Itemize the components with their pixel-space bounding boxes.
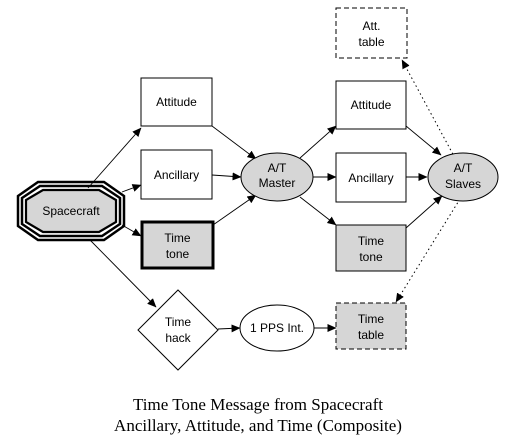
edge-timetone-master: [212, 194, 257, 226]
edge-ancillary-master: [211, 172, 242, 181]
time-table-label-1: Time: [358, 312, 385, 326]
att-table-label-1: Att.: [362, 19, 380, 33]
att-table-label-2: table: [358, 35, 384, 49]
attitude-in-label: Attitude: [156, 95, 197, 109]
node-at-master: A/T Master: [240, 152, 314, 202]
edge-spacecraft-timehack: [89, 239, 157, 308]
time-hack-label-2: hack: [165, 331, 191, 345]
node-time-table: Time table: [335, 302, 407, 350]
caption: Time Tone Message from Spacecraft Ancill…: [114, 395, 402, 435]
node-time-hack: Time hack: [137, 289, 219, 371]
ancillary-in-label: Ancillary: [154, 168, 199, 182]
node-attitude-in: Attitude: [140, 77, 213, 127]
node-at-slaves: A/T Slaves: [427, 152, 499, 202]
pps-int-label: 1 PPS Int.: [250, 321, 304, 335]
caption-line-1: Time Tone Message from Spacecraft: [133, 395, 383, 414]
caption-line-2: Ancillary, Attitude, and Time (Composite…: [114, 416, 402, 435]
node-ancillary-in: Ancillary: [140, 149, 213, 200]
edge-slaves-atttable: [401, 59, 456, 159]
time-tone-in-label-1: Time: [164, 231, 191, 245]
node-att-table: Att. table: [335, 7, 408, 59]
edge-timetone-slaves: [405, 195, 443, 229]
edge-attitude-slaves: [405, 125, 442, 156]
time-tone-out-label-1: Time: [358, 234, 385, 248]
at-master-label-2: Master: [259, 176, 296, 190]
edge-spacecraft-timetone: [121, 224, 142, 237]
at-slaves-label-1: A/T: [454, 161, 473, 175]
edges: [87, 59, 461, 333]
node-time-tone-in: Time tone: [140, 220, 215, 270]
edge-master-timetone: [299, 196, 337, 226]
time-tone-in-label-2: tone: [166, 247, 190, 261]
edge-spacecraft-ancillary: [121, 184, 142, 193]
edge-spacecraft-attitude: [87, 127, 142, 189]
edge-master-attitude: [299, 125, 337, 159]
node-ancillary-out: Ancillary: [335, 152, 407, 203]
at-master-label-1: A/T: [268, 161, 287, 175]
time-hack-label-1: Time: [165, 315, 192, 329]
node-attitude-out: Attitude: [335, 80, 407, 130]
node-time-tone-out: Time tone: [335, 224, 407, 272]
node-spacecraft: Spacecraft: [16, 180, 126, 242]
spacecraft-label: Spacecraft: [42, 204, 100, 218]
at-slaves-label-2: Slaves: [445, 177, 481, 191]
attitude-out-label: Attitude: [351, 98, 392, 112]
time-tone-out-label-2: tone: [359, 250, 383, 264]
ancillary-out-label: Ancillary: [348, 171, 393, 185]
edge-attitude-master: [211, 125, 257, 160]
edge-timehack-pps: [217, 324, 241, 333]
node-pps-int: 1 PPS Int.: [239, 304, 315, 352]
time-table-label-2: table: [358, 328, 384, 342]
